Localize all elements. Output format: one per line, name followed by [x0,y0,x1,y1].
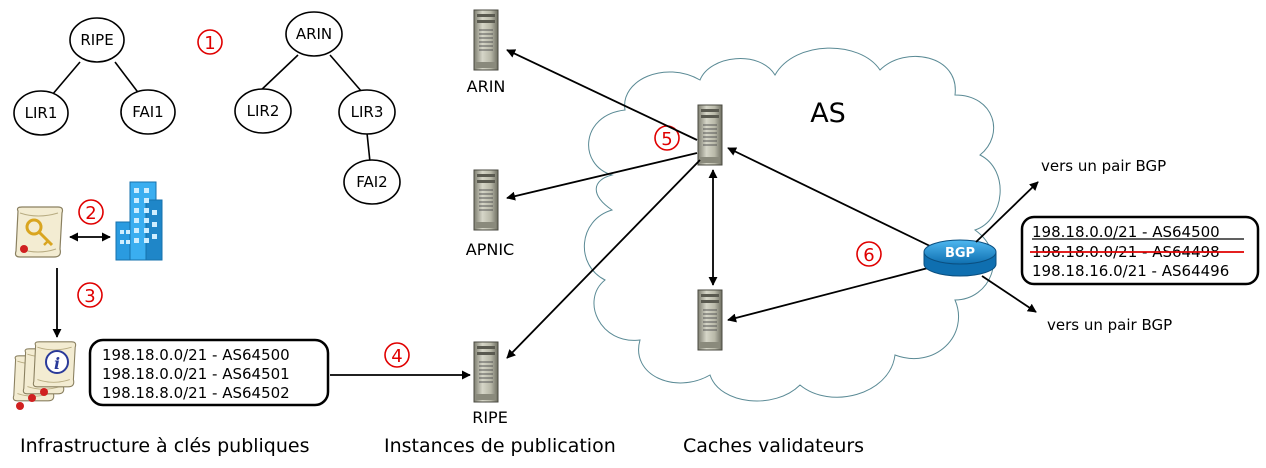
step-marker-6 [856,241,882,267]
as-cloud [583,47,1001,402]
tree-node-fai2 [343,159,401,205]
tree-node-ripe-label: RIPE [80,31,113,49]
tree-node-ripe [69,17,125,63]
roa-entry-1: 198.18.0.0/21 - AS64500 [102,346,290,364]
caption-pki: Infrastructure à clés publiques [20,435,310,457]
roa-list-box [88,338,330,407]
caption-caches: Caches validateurs [683,435,864,457]
step-marker-4 [384,342,410,368]
server-ripe-label: RIPE [472,408,508,427]
cache-to-ripe-arrow [506,159,701,359]
roa-certificates-icon: i [12,341,77,410]
bgp-peer-label-bottom: vers un pair BGP [1047,316,1172,334]
router-to-cache-arrow [727,147,931,247]
step-marker-6-label: 6 [863,245,874,266]
server-apnic-icon [473,169,499,231]
bgp-router-label: BGP [945,246,975,261]
cache-to-apnic-arrow [506,152,698,201]
roa-entry-3: 198.18.8.0/21 - AS64502 [102,384,290,402]
bgp-route-valid: 198.18.0.0/21 - AS64500 [1032,223,1220,241]
svg-text:i: i [54,354,60,373]
step-markers: 1 2 3 4 5 6 [77,29,882,368]
bgp-peer-label-top: vers un pair BGP [1041,157,1166,175]
server-arin-icon [473,9,499,71]
step-marker-1 [197,29,223,55]
step-marker-1-label: 1 [204,33,215,54]
bgp-peer-arrow-down [981,275,1037,313]
tree-node-fai1 [120,89,176,135]
arin-tree: ARIN LIR2 LIR3 FAI2 [234,11,401,205]
server-apnic-label: APNIC [466,240,514,259]
bgp-peer-arrow-up [975,181,1039,243]
step-marker-4-label: 4 [391,346,402,367]
bgp-route-unknown: 198.18.16.0/21 - AS64496 [1032,262,1229,280]
tree-node-arin-label: ARIN [296,25,332,43]
step-marker-3-label: 3 [84,286,95,307]
tree-node-fai2-label: FAI2 [356,173,387,191]
tree-node-arin [285,11,343,57]
caption-publication: Instances de publication [384,435,616,457]
step-marker-5-label: 5 [661,129,672,150]
tree-node-lir3 [338,89,396,135]
step-marker-2 [78,199,104,225]
tree-node-lir2 [234,88,292,134]
server-arin-label: ARIN [467,77,506,96]
roa-entry-2: 198.18.0.0/21 - AS64501 [102,365,290,383]
router-to-cache2-arrow [727,267,929,323]
cache-to-arin-arrow [506,49,698,141]
key-certificate-icon [14,206,64,258]
as-label: AS [810,98,846,129]
tree-node-lir2-label: LIR2 [247,102,280,120]
tree-node-lir3-label: LIR3 [351,103,384,121]
ripe-tree: RIPE LIR1 FAI1 [13,17,176,136]
building-icon [115,181,163,261]
cache-server-main-icon [697,104,723,166]
tree-node-lir1-label: LIR1 [25,104,58,122]
step-marker-3 [77,282,103,308]
tree-node-lir1 [13,90,69,136]
cache-server-secondary-icon [697,289,723,351]
server-ripe-icon [473,341,499,403]
bgp-router-icon: BGP [923,239,997,277]
tree-node-fai1-label: FAI1 [132,103,163,121]
step-marker-2-label: 2 [85,203,96,224]
bgp-table-box [1020,215,1260,286]
